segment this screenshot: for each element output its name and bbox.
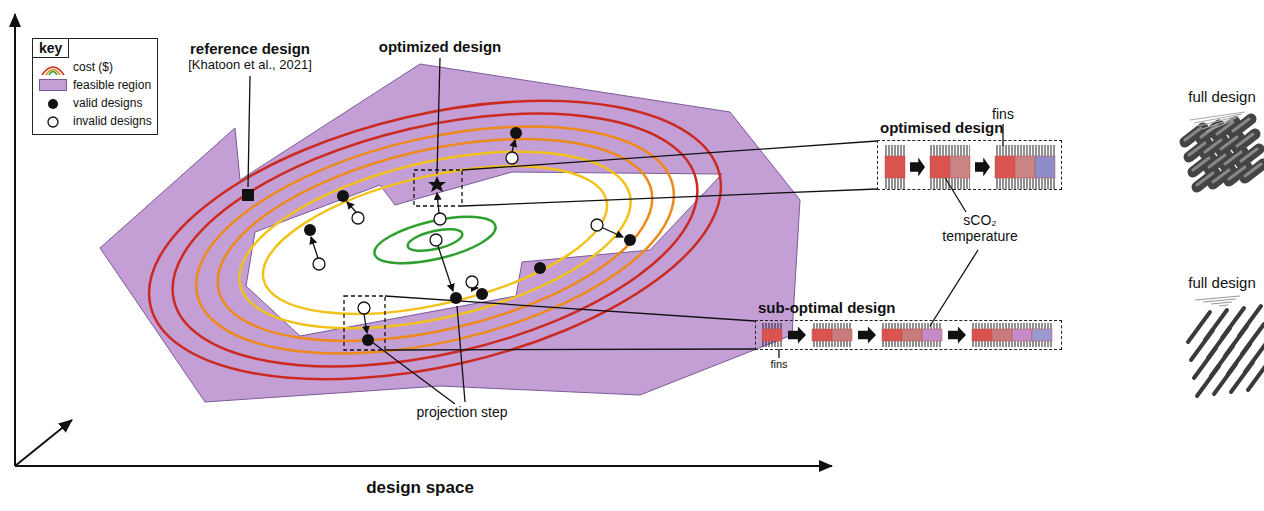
cost-contours xyxy=(122,52,748,429)
dashed-box: sub-optimal design xyxy=(755,320,1062,350)
annotation: reference design xyxy=(188,40,312,57)
legend-text: cost ($) xyxy=(73,60,113,74)
legend-text: valid designs xyxy=(73,96,142,110)
axis xyxy=(15,465,832,467)
annotation: optimized design xyxy=(377,38,504,55)
annotation: full design xyxy=(1186,88,1258,105)
annotation: fins xyxy=(768,358,789,371)
optimum-star xyxy=(428,176,446,192)
valid-designs xyxy=(304,127,636,346)
annotation: [Khatoon et al., 2021] xyxy=(186,58,314,73)
fin-blocks xyxy=(762,145,1055,347)
axis xyxy=(15,420,72,466)
axis xyxy=(14,14,16,466)
legend-text: feasible region xyxy=(73,78,151,92)
box-heading: optimised design xyxy=(880,119,1003,136)
legend-row: valid designs xyxy=(33,94,157,112)
leader-lines xyxy=(248,58,1003,404)
legend-row: cost ($) xyxy=(33,58,157,76)
annotation: fins xyxy=(990,106,1016,122)
annotation: sCO₂ temperature xyxy=(928,212,1032,244)
dashed-box: optimised design xyxy=(877,140,1062,190)
projection-arrows xyxy=(311,140,623,333)
legend-symbol xyxy=(39,115,67,127)
legend-row: invalid designs xyxy=(33,112,157,130)
annotation: full design xyxy=(1186,274,1258,291)
legend-swatch xyxy=(39,79,67,91)
legend-symbol xyxy=(39,61,67,73)
zoom-box xyxy=(344,296,385,350)
invalid-designs xyxy=(313,152,603,314)
legend-box: key cost ($) feasible region valid designs i… xyxy=(32,38,158,135)
axis-label: design space xyxy=(364,478,476,498)
legend-symbol xyxy=(39,97,67,109)
zoom-box xyxy=(414,170,462,206)
feasible-region xyxy=(100,64,800,402)
legend-text: invalid designs xyxy=(73,114,152,128)
box-heading: sub-optimal design xyxy=(758,299,896,316)
legend-row: feasible region xyxy=(33,76,157,94)
full-design-figure xyxy=(1185,112,1264,396)
annotation: projection step xyxy=(414,404,509,420)
reference-square xyxy=(242,189,254,201)
legend-title: key xyxy=(33,39,69,58)
